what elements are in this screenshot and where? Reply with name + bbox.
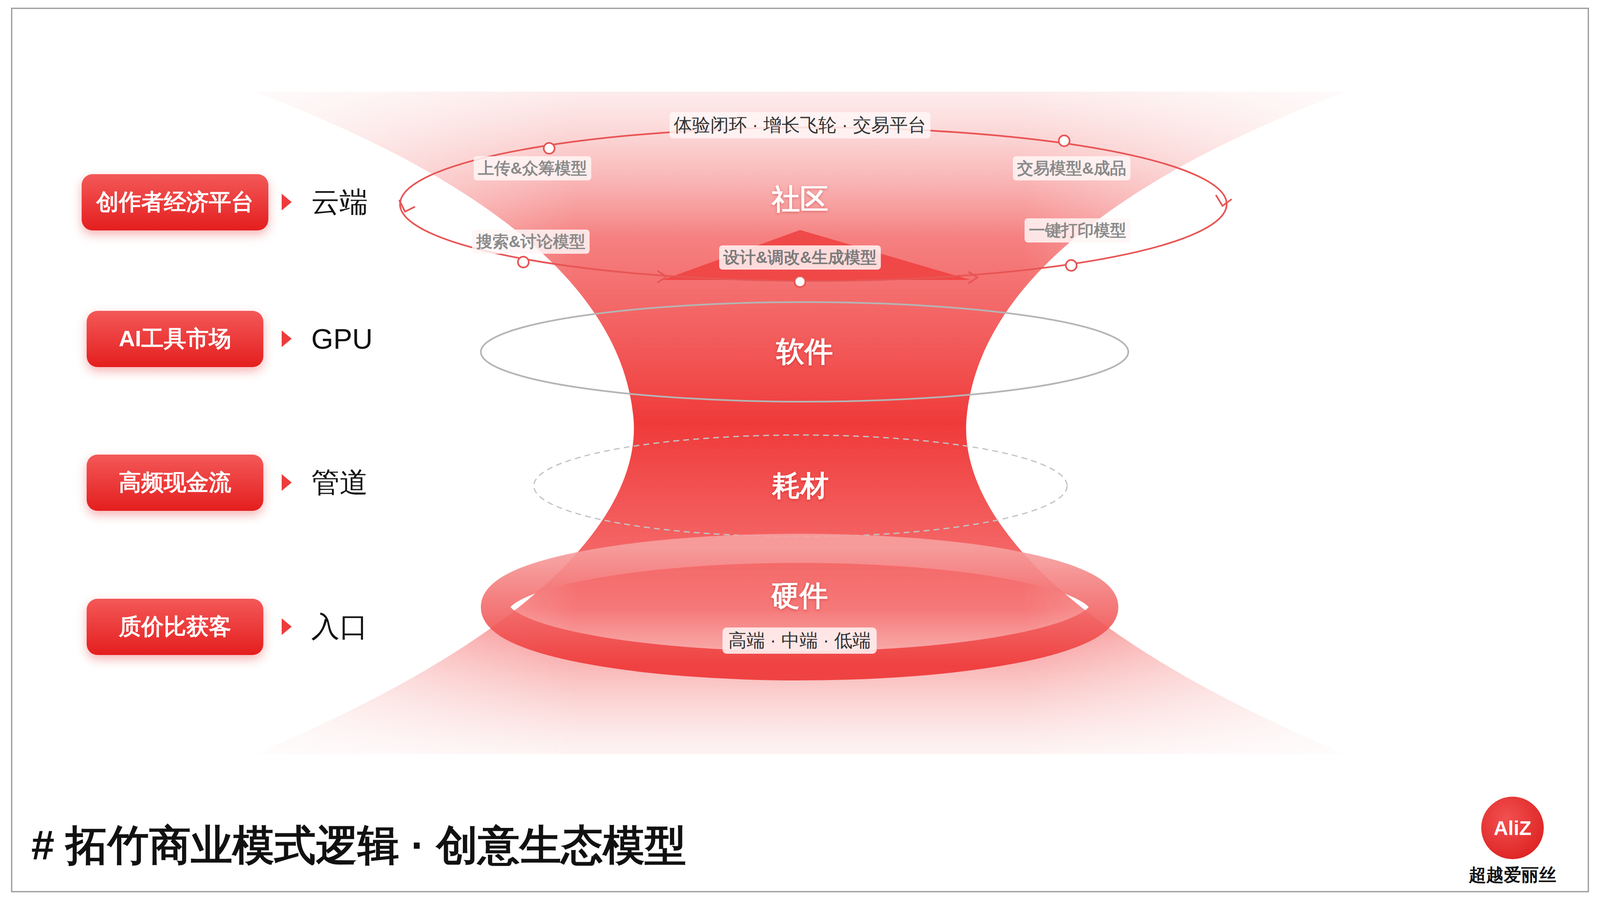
loop-step: 搜索&讨论模型 xyxy=(472,229,590,254)
pill-text: AI工具市场 xyxy=(118,323,232,355)
loop-step: 设计&调改&生成模型 xyxy=(719,245,881,270)
layer-name: 硬件 xyxy=(771,577,828,615)
layer-role: 云端 xyxy=(311,183,368,222)
pill-box: 高频现金流 xyxy=(86,454,264,511)
logo-badge: AliZ 超越爱丽丝 xyxy=(1458,796,1567,889)
loop-caption: 体验闭环 · 增长飞轮 · 交易平台 xyxy=(669,112,931,139)
layer-role: 入口 xyxy=(311,607,368,646)
pill-box: 创作者经济平台 xyxy=(81,174,269,231)
layer-dashed: 耗材 xyxy=(532,433,1069,538)
layer-name: 软件 xyxy=(776,332,833,371)
logo-caption: 超越爱丽丝 xyxy=(1468,863,1557,887)
pill-box: 质价比获客 xyxy=(86,598,264,655)
pill-text: 质价比获客 xyxy=(118,611,232,643)
layer-name: 社区 xyxy=(771,180,829,219)
layer-tiers: 高端 · 中端 · 低端 xyxy=(722,627,877,654)
logo-text: AliZ xyxy=(1493,816,1532,840)
layer-ellipse: 软件 xyxy=(479,300,1130,403)
layer-ring: 硬件高端 · 中端 · 低端 xyxy=(479,532,1120,682)
loop-step: 上传&众筹模型 xyxy=(473,156,592,181)
loop-step: 交易模型&成品 xyxy=(1012,156,1131,181)
layer-name: 耗材 xyxy=(772,467,829,505)
pill-text: 高频现金流 xyxy=(118,467,232,498)
layer-role: GPU xyxy=(311,322,373,355)
loop-step: 一键打印模型 xyxy=(1024,218,1131,243)
page-title: # 拓竹商业模式逻辑 · 创意生态模型 xyxy=(31,817,687,875)
pill-text: 创作者经济平台 xyxy=(96,187,254,218)
logo-circle: AliZ xyxy=(1481,796,1544,860)
layer-band: 社区 xyxy=(716,175,884,224)
layer-role: 管道 xyxy=(311,463,368,502)
pill-box: AI工具市场 xyxy=(86,310,264,368)
